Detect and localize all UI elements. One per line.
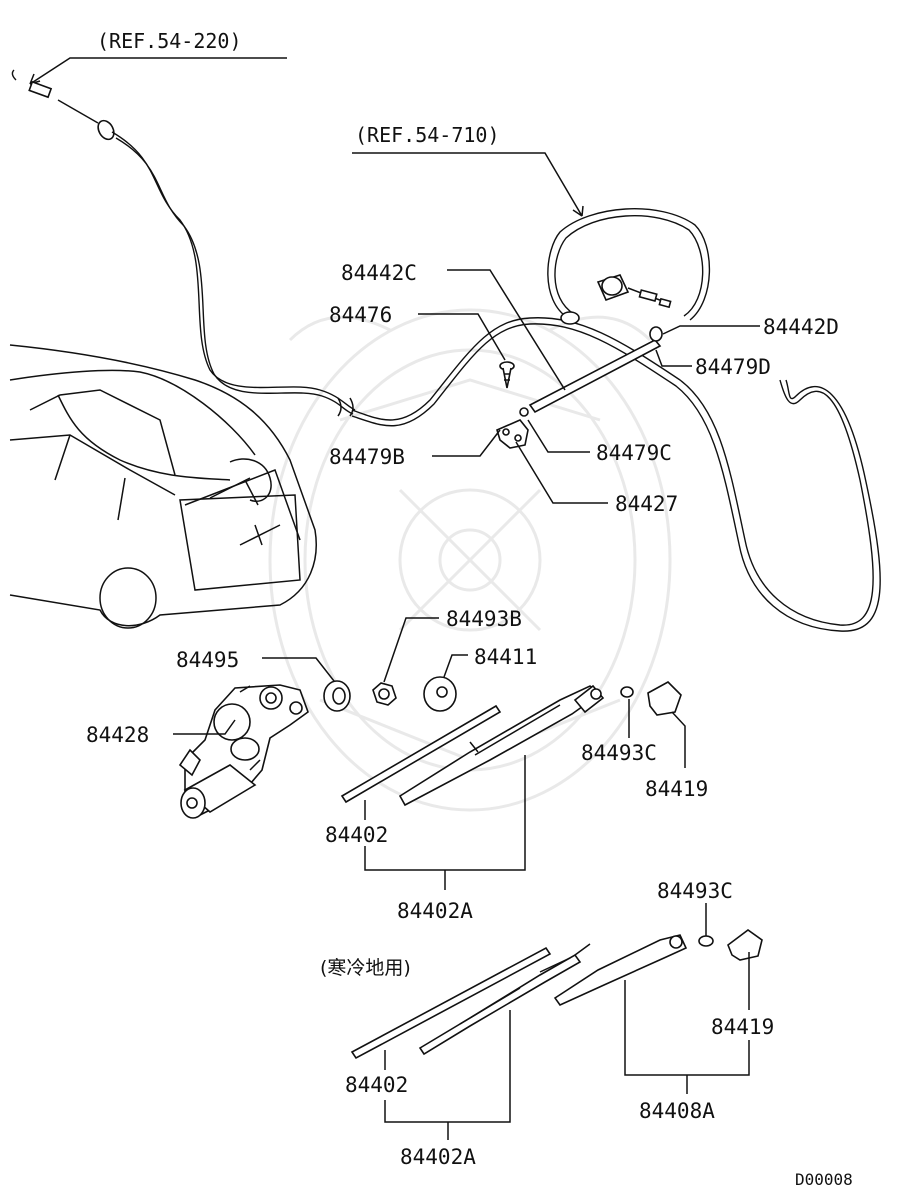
reference-54-220: (REF.54-220) [29,29,287,85]
nut-84493C-upper [620,686,634,698]
wiper-motor-assembly [178,684,309,819]
washer-nozzle-rod [519,326,663,417]
label-84402-upper: 84402 [325,823,388,847]
cap-84411 [423,676,457,712]
variant-note: (寒冷地用) [320,957,411,979]
leader-lines [173,269,760,1140]
label-84411: 84411 [474,645,537,669]
reference-54-710: (REF.54-710) [352,123,584,217]
label-84402A-lower: 84402A [400,1145,476,1169]
label-84419-lower: 84419 [711,1015,774,1039]
label-84408A: 84408A [639,1099,715,1123]
ref-54-220-label: (REF.54-220) [97,29,242,53]
label-84495: 84495 [176,648,239,672]
ref-54-710-label: (REF.54-710) [355,123,500,147]
seal-84495 [323,680,351,712]
label-84419-upper: 84419 [645,777,708,801]
label-84493C-lower: 84493C [657,879,733,903]
label-84479D: 84479D [695,355,771,379]
label-84428: 84428 [86,723,149,747]
clip-84476 [499,361,515,389]
nut-84493B [372,682,397,706]
label-84493B: 84493B [446,607,522,631]
label-84479C: 84479C [596,441,672,465]
wiper-set-lower [350,929,763,1060]
label-84402-lower: 84402 [345,1073,408,1097]
label-84402A-upper: 84402A [397,899,473,923]
label-84493C-upper: 84493C [581,741,657,765]
drawing-code: D00008 [795,1170,853,1187]
washer-hose-front [11,69,881,632]
label-84476: 84476 [329,303,392,327]
vehicle-rear-view [9,344,317,629]
cover-84419-upper [647,681,682,716]
washer-hose-rear [547,208,711,325]
part-labels: 84442C 84476 84442D 84479D 84479B 84479C… [86,261,853,1189]
label-84427: 84427 [615,492,678,516]
nozzle-bracket [496,419,529,449]
label-84442C: 84442C [341,261,417,285]
wiper-set-upper [340,684,605,807]
label-84442D: 84442D [763,315,839,339]
label-84479B: 84479B [329,445,405,469]
watermark-emblem [268,308,672,812]
